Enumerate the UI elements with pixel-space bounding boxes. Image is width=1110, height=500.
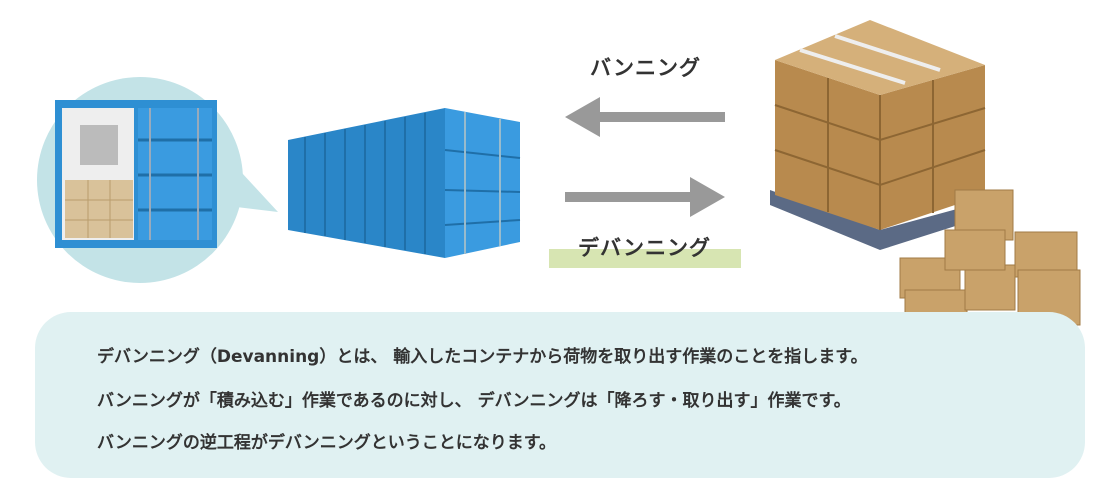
arrow-right-icon	[565, 177, 725, 217]
devanning-label: デバンニング	[578, 236, 712, 260]
description-line: バンニングの逆工程がデバンニングということになります。	[97, 433, 556, 453]
vanning-label: バンニング	[590, 56, 702, 80]
devanning-highlight	[549, 249, 741, 268]
arrows	[565, 97, 725, 217]
description-panel: デバンニング（Devanning）とは、 輸入したコンテナから荷物を取り出す作業…	[35, 312, 1085, 478]
loose-boxes	[899, 189, 1081, 326]
description-line: デバンニング（Devanning）とは、 輸入したコンテナから荷物を取り出す作業…	[97, 347, 868, 367]
closed-container	[288, 108, 521, 258]
open-container-bubble	[37, 77, 278, 283]
arrow-left-icon	[565, 97, 725, 137]
pallet-boxes	[770, 20, 990, 250]
description-line: バンニングが「積み込む」作業であるのに対し、 デバンニングは「降ろす・取り出す」…	[97, 391, 851, 411]
